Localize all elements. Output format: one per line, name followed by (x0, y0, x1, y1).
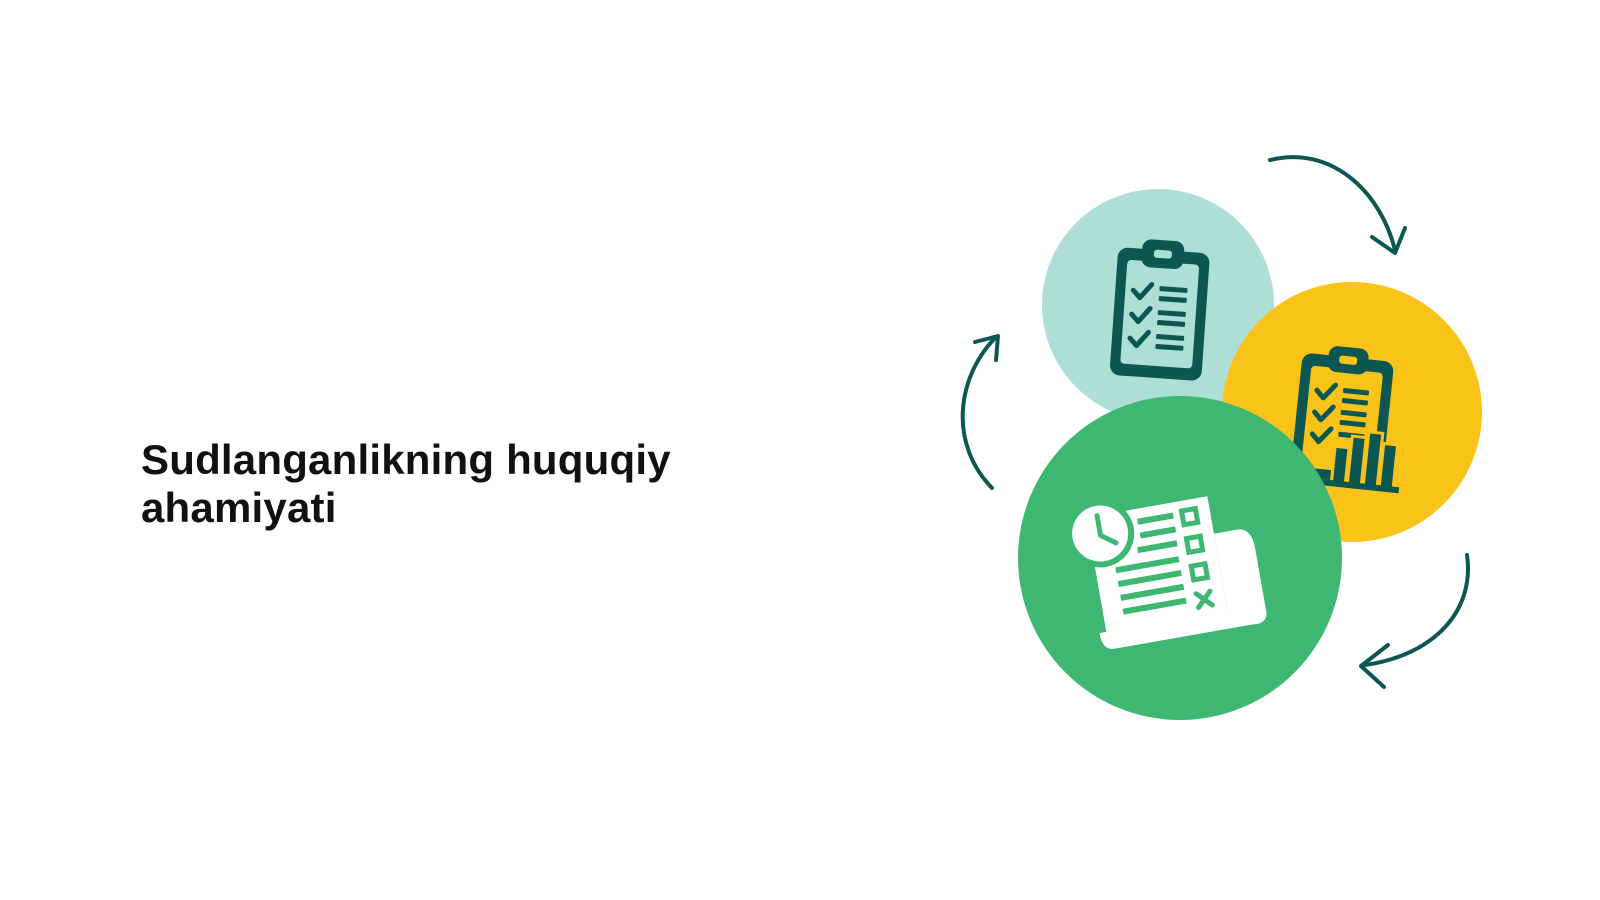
cycle-arrow-bottom-right (1359, 553, 1470, 689)
cycle-arrow-left (960, 334, 1000, 490)
process-cycle-illustration (960, 155, 1482, 720)
cycle-arrow-top-right (1268, 155, 1407, 255)
title-line-1: Sudlanganlikning huquqiy (141, 436, 671, 483)
title-line-2: ahamiyati (141, 484, 337, 531)
report-chart-clipboard-icon (1290, 346, 1400, 494)
green-circle-group (1018, 396, 1342, 720)
checklist-clipboard-icon (1110, 239, 1210, 381)
page-title: Sudlanganlikning huquqiy ahamiyati (141, 436, 841, 532)
mint-circle-group (1042, 189, 1274, 421)
schedule-document-icon (1066, 496, 1267, 649)
cycle-arrows (960, 155, 1470, 689)
